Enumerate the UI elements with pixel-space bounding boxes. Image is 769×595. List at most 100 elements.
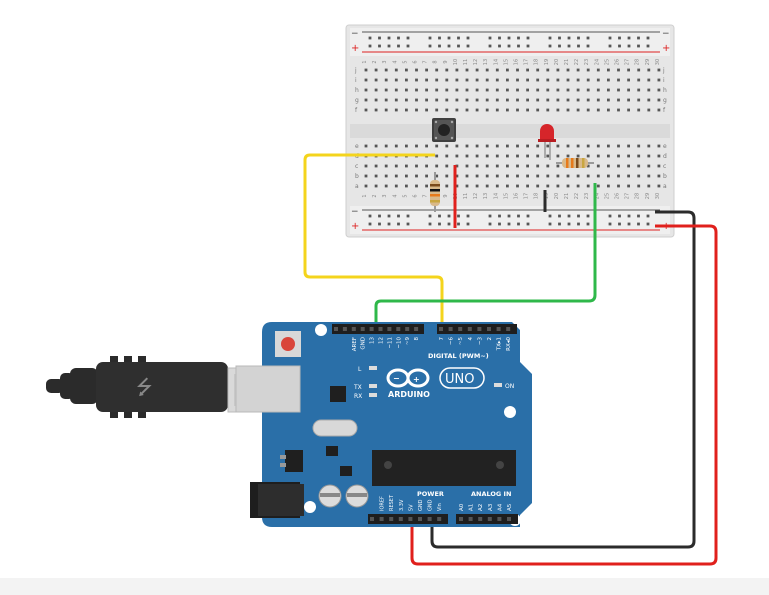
breadboard-column-numbers: 1122334455667788991010111112121313141415… [362,59,661,199]
digital-pin-hole[interactable] [496,327,501,331]
pulldown-resistor[interactable] [430,172,440,212]
rail-hole [558,214,561,218]
breadboard-hole [516,108,519,112]
digital-pin-hole[interactable] [351,327,356,331]
breadboard-hole [617,154,620,158]
breadboard-hole [657,68,661,72]
yellow-wire[interactable] [303,153,444,330]
column-number: 28 [635,193,641,199]
power-pin-hole[interactable] [370,517,374,521]
breadboard-hole [475,184,479,188]
breadboard-hole [405,108,408,112]
row-letter-h: h [663,87,667,94]
column-number: 16 [514,59,520,65]
digital-pin-hole[interactable] [439,327,443,331]
column-number: 27 [625,59,631,65]
rail-hole [586,36,590,40]
breadboard-hole [516,174,519,178]
digital-pin-hole[interactable] [387,327,392,331]
breadboard-hole [374,144,378,148]
breadboard-hole [445,164,449,168]
digital-pin-hole[interactable] [458,327,463,331]
led-tx [369,384,377,388]
digital-pin-hole[interactable] [334,327,338,331]
breadboard-hole [485,154,489,158]
digital-pin-label: ~10 [396,337,402,349]
rail-hole [378,36,381,40]
digital-pin-hole[interactable] [487,327,491,331]
rail-hole [438,36,441,40]
digital-pin-hole[interactable] [396,327,401,331]
red-led[interactable] [538,124,556,160]
power-pin-hole[interactable] [389,517,394,521]
power-pin-hole[interactable] [379,517,384,521]
breadboard-hole [586,174,590,178]
rail-hole [517,222,520,226]
breadboard-hole [516,144,519,148]
analog-pin-hole[interactable] [507,517,511,521]
green-wire[interactable] [374,183,597,330]
digital-pin-hole[interactable] [342,327,347,331]
breadboard-hole [586,154,590,158]
breadboard-hole [536,184,540,188]
breadboard-hole [455,144,459,148]
breadboard-hole [506,98,509,102]
breadboard-hole [445,108,449,112]
rail-hole [428,36,432,40]
analog-pin-hole[interactable] [487,517,492,521]
digital-pin-hole[interactable] [405,327,410,331]
digital-pin-hole[interactable] [477,327,482,331]
breadboard-hole [364,108,368,112]
rail-hole [466,214,470,218]
power-pin-hole[interactable] [418,517,422,521]
digital-pin-label: 8 [414,337,420,341]
digital-pin-hole[interactable] [378,327,383,331]
analog-pin-hole[interactable] [468,517,473,521]
power-pin-hole[interactable] [398,517,403,521]
breadboard-hole [394,88,398,92]
rail-hole [387,36,391,40]
analog-pin-label: A0 [459,503,465,511]
power-pin-hole[interactable] [408,517,413,521]
digital-pin-hole[interactable] [414,327,419,331]
analog-pin-hole[interactable] [478,517,483,521]
reset-button[interactable] [275,331,301,357]
breadboard-hole [576,184,580,188]
column-number: 29 [645,193,651,199]
rail-hole [618,36,621,40]
black-wire[interactable] [430,210,696,549]
analog-pin-hole[interactable] [459,517,463,521]
breadboard[interactable]: − + − + − + − + j i h g f e d c b a j i … [345,24,675,238]
breadboard-hole [455,88,459,92]
breadboard-hole [506,108,509,112]
rail-hole [517,44,520,48]
top-power-rail [350,28,670,56]
breadboard-hole [536,78,540,82]
breadboard-hole [374,174,378,178]
red-wire[interactable] [410,224,718,566]
breadboard-hole [465,164,469,168]
rail-hole [558,36,561,40]
breadboard-hole [506,144,509,148]
digital-pin-label: 2 [487,337,493,341]
digital-pin-hole[interactable] [506,327,511,331]
power-pin-hole[interactable] [427,517,432,521]
digital-pin-hole[interactable] [360,327,365,331]
analog-pin-hole[interactable] [497,517,502,521]
digital-pin-hole[interactable] [467,327,472,331]
column-number: 9 [443,194,449,197]
push-button[interactable] [432,118,456,142]
power-pin-hole[interactable] [437,517,442,521]
led-rx-label: RX [354,393,362,400]
led-on [494,383,502,387]
breadboard-hole [445,78,449,82]
digital-pin-hole[interactable] [369,327,374,331]
digital-pin-hole[interactable] [448,327,453,331]
led-resistor[interactable] [556,158,594,168]
rail-hole [498,44,501,48]
column-number: 3 [382,194,388,197]
rail-hole [507,44,511,48]
usb-symbol-icon: ⭍ [136,375,153,399]
rail-hole [646,44,650,48]
